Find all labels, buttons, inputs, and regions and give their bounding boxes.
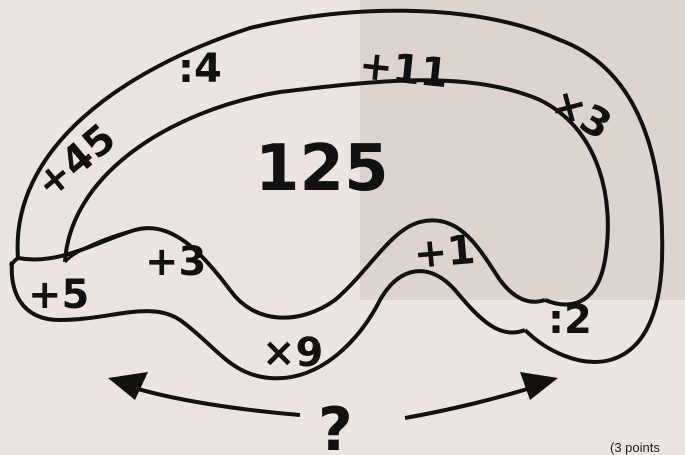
band-left-cap [11,258,18,265]
footnote-points: (3 points [610,440,660,455]
arrow-left-head [108,372,148,400]
arrow-right-head [520,372,558,400]
op-times9: ×9 [262,330,323,376]
op-plus45: +45 [27,115,125,208]
center-number: 125 [255,132,389,206]
op-plus5: +5 [28,272,89,318]
op-div2: :2 [548,297,592,343]
op-plus1: +1 [412,227,477,278]
arrow-right [405,385,540,418]
op-times3: ×3 [543,79,619,150]
question-mark: ? [318,395,353,455]
op-div4: :4 [178,46,222,92]
op-plus3: +3 [145,239,206,285]
arrow-left [125,385,300,415]
op-plus11: +11 [357,42,451,97]
